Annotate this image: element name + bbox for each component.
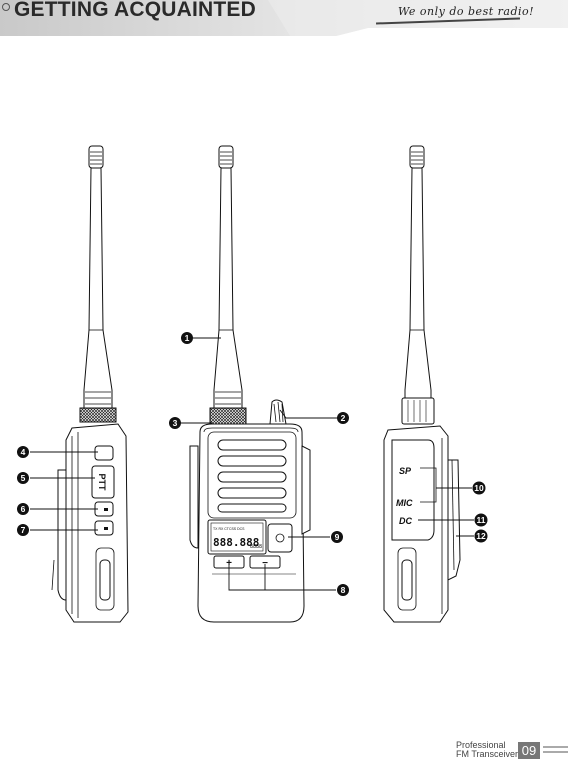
footer-line-2: FM Transceiver (456, 749, 519, 759)
callout-3: 3 (169, 417, 181, 429)
radio-front-view: TX RX CTCSS DCS 888.888 8888 + − (189, 145, 311, 623)
radio-left-side-view: PTT (51, 145, 129, 623)
speaker-grille (207, 431, 297, 519)
svg-text:4: 4 (21, 447, 26, 457)
callout-11: 11 (474, 513, 488, 527)
lcd-indicators: TX RX CTCSS DCS (213, 527, 245, 531)
svg-text:9: 9 (335, 532, 340, 542)
ptt-label: PTT (97, 474, 107, 492)
footer-line-1: Professional (456, 740, 506, 750)
front-antenna-connector (209, 407, 247, 425)
tagline: We only do best radio! (398, 5, 535, 18)
svg-text:10: 10 (474, 483, 484, 493)
page-title: GETTING ACQUAINTED (2, 0, 256, 22)
svg-text:5: 5 (21, 473, 26, 483)
callout-5: 5 (17, 472, 29, 484)
right-knob (401, 397, 435, 425)
page-number: 09 (518, 742, 540, 759)
callout-markers: 1 2 3 4 5 6 7 8 9 10 11 12 (17, 332, 488, 596)
leader-lines (30, 337, 474, 591)
svg-text:3: 3 (173, 418, 178, 428)
radio-right-side-view (383, 145, 461, 623)
power-icon (275, 533, 285, 543)
footer-lines-icon (543, 746, 568, 753)
header-band (0, 0, 568, 36)
lcd-small-digits: 8888 (250, 544, 262, 550)
bullet-icon (2, 3, 10, 12)
svg-text:1: 1 (185, 333, 190, 343)
front-right-rail (301, 445, 311, 535)
front-antenna (213, 145, 243, 411)
svg-text:8: 8 (341, 585, 346, 595)
callout-1: 1 (181, 332, 193, 344)
left-side-button-top (94, 445, 114, 461)
svg-text:6: 6 (21, 504, 26, 514)
front-left-rail (189, 445, 199, 549)
lcd-frequency: 888.888 (213, 536, 259, 549)
callout-12: 12 (474, 529, 488, 543)
page-title-text: GETTING ACQUAINTED (14, 0, 256, 21)
svg-text:12: 12 (476, 531, 486, 541)
callout-8: 8 (337, 584, 349, 596)
callout-9: 9 (331, 531, 343, 543)
mic-jack-label: MIC (396, 498, 413, 508)
left-grip-slot (99, 559, 111, 601)
svg-text:7: 7 (21, 525, 26, 535)
function-key (267, 523, 293, 553)
svg-text:11: 11 (477, 515, 486, 525)
left-antenna-connector (79, 407, 117, 423)
svg-text:2: 2 (341, 413, 346, 423)
sp-jack-label: SP (399, 466, 412, 476)
minus-label: − (262, 558, 268, 569)
left-antenna (83, 145, 113, 411)
callout-4: 4 (17, 446, 29, 458)
callout-10: 10 (472, 481, 486, 495)
page-header: GETTING ACQUAINTED We only do best radio… (0, 0, 568, 38)
right-grip-slot (401, 559, 413, 601)
right-antenna (404, 145, 432, 407)
callout-7: 7 (17, 524, 29, 536)
callout-6: 6 (17, 503, 29, 515)
ptt-button (91, 465, 115, 499)
callout-2: 2 (337, 412, 349, 424)
plus-label: + (226, 558, 232, 569)
dc-jack-label: DC (399, 516, 412, 526)
accessory-jack-cover (391, 439, 435, 541)
left-belt-clip (57, 469, 67, 601)
